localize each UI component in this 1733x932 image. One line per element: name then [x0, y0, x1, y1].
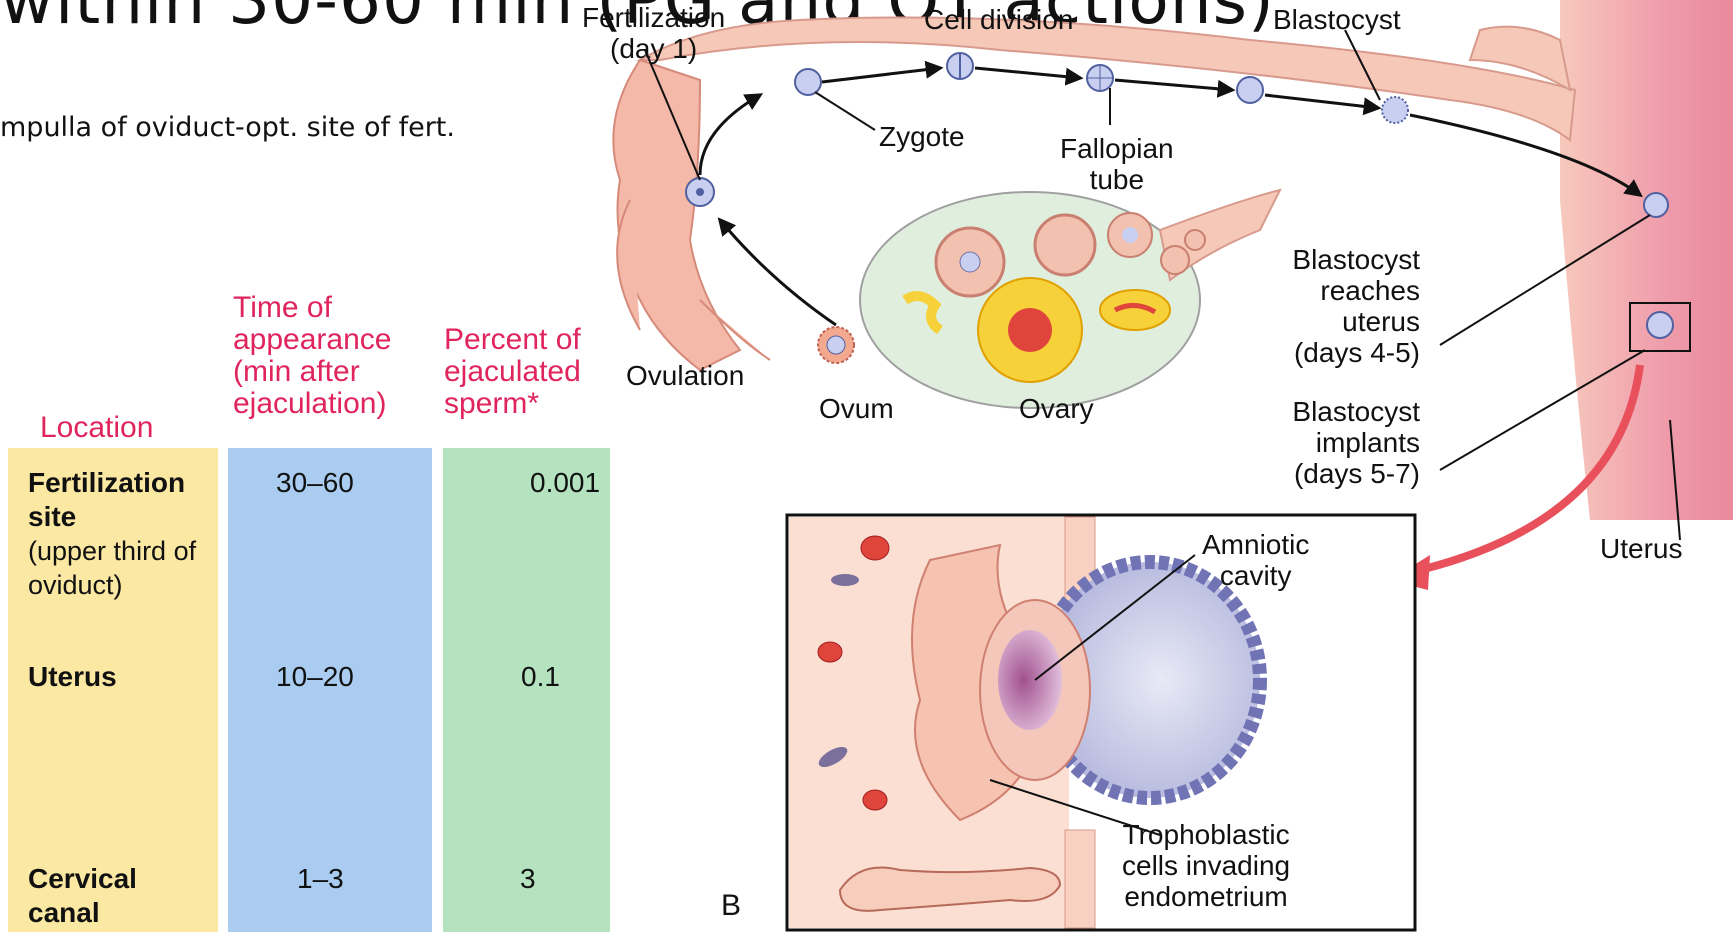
label-uterus: Uterus: [1600, 533, 1682, 564]
label-ovulation: Ovulation: [626, 360, 744, 391]
label-blastocyst-reaches-uterus: Blastocyst reaches uterus (days 4-5): [1250, 244, 1420, 368]
blastocyst-tube-icon: [1382, 97, 1408, 123]
label-zygote: Zygote: [879, 121, 965, 152]
label-ovary: Ovary: [1019, 393, 1094, 424]
fertilized-ovum-icon: [686, 178, 714, 206]
label-ovum: Ovum: [819, 393, 894, 424]
label-blastocyst: Blastocyst: [1273, 4, 1401, 35]
label-fertilization: Fertilization (day 1): [582, 2, 725, 64]
two-cell-icon: [947, 53, 973, 79]
blastocyst-uterus-icon: [1644, 193, 1668, 217]
fimbriae: [613, 60, 770, 370]
label-cell-division: Cell division: [924, 4, 1073, 35]
morula-icon: [1237, 77, 1263, 103]
label-fallopian-tube: Fallopian tube: [1060, 133, 1174, 195]
implantation-inset: [787, 515, 1415, 930]
label-blastocyst-implants: Blastocyst implants (days 5-7): [1250, 396, 1420, 489]
label-amniotic-cavity: Amniotic cavity: [1202, 529, 1309, 591]
ovum-icon: [818, 327, 854, 363]
ovary: [860, 190, 1280, 408]
four-cell-icon: [1087, 65, 1113, 91]
zygote-icon: [795, 69, 821, 95]
uterus-shape: [1560, 0, 1733, 520]
panel-letter: B: [721, 890, 741, 921]
implanting-blastocyst-icon: [1647, 312, 1673, 338]
label-trophoblastic-cells: Trophoblastic cells invading endometrium: [1122, 819, 1290, 912]
